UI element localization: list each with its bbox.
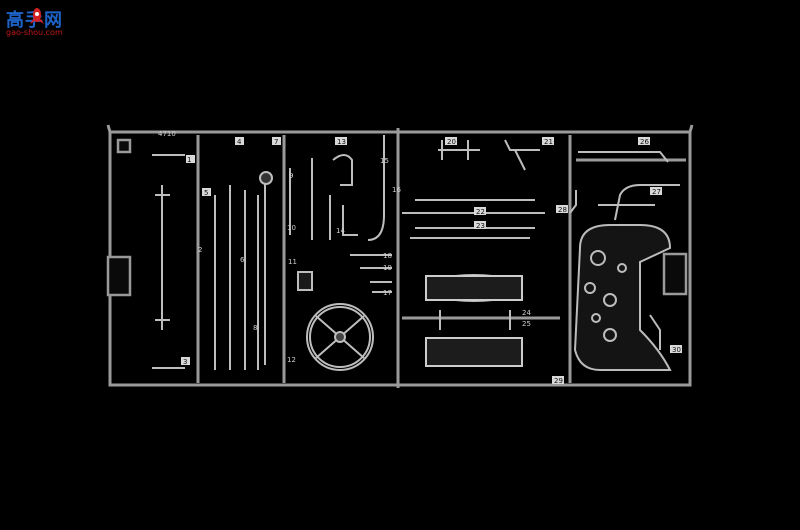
- watermark-logo: 高手网 gao-shou.com: [6, 6, 72, 40]
- watermark-url: gao-shou.com: [6, 28, 63, 37]
- rocket-icon: [30, 8, 44, 24]
- sprue-parts: [152, 135, 680, 371]
- sprue-side-tabs: [106, 138, 688, 297]
- part-number-tags: [181, 137, 682, 384]
